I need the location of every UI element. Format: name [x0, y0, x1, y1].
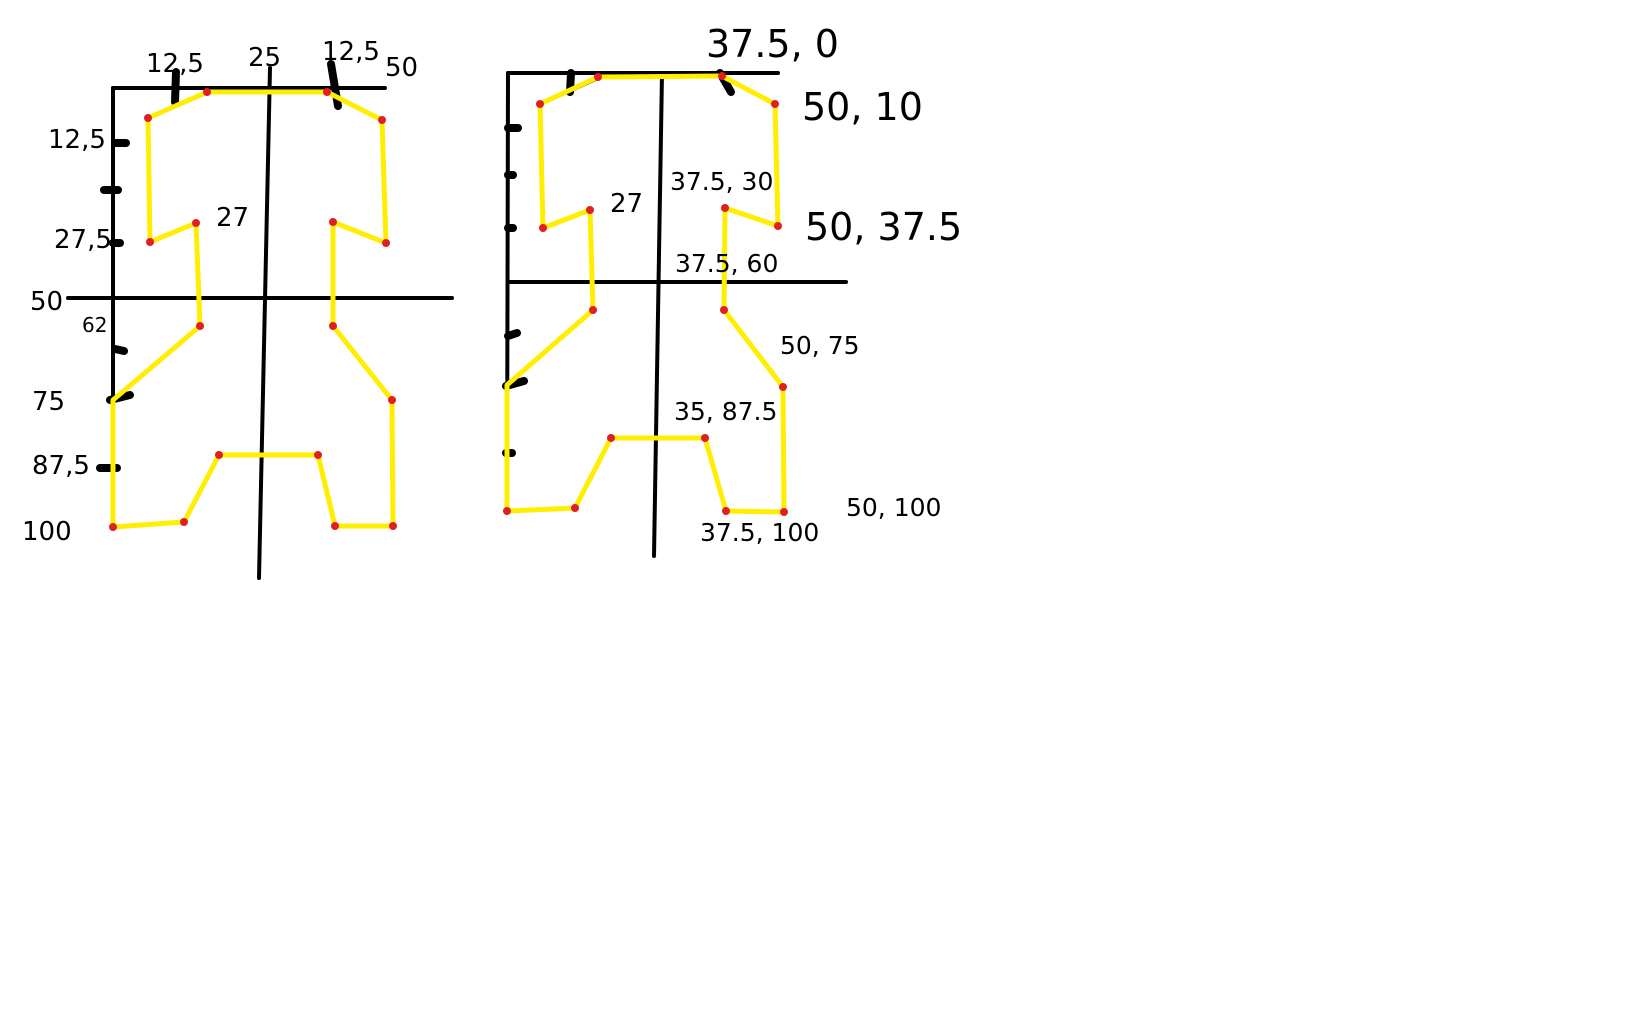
- right-tick-side-4: [504, 329, 521, 340]
- left-pattern-outline: [110, 89, 396, 530]
- left-sketch: 12,5 25 12,5 50 12,5 27,5 50 62 75 87,5 …: [22, 37, 454, 580]
- left-center-label: 27: [216, 203, 249, 233]
- right-vertex: [718, 72, 726, 80]
- right-pattern-outline: [504, 73, 787, 515]
- right-vertex: [721, 204, 729, 212]
- left-side-label-5: 75: [32, 387, 65, 417]
- left-vertex: [329, 322, 337, 330]
- left-top-label-3: 12,5: [322, 37, 380, 67]
- left-vertex: [144, 114, 152, 122]
- right-vertex: [780, 508, 788, 516]
- left-vertex-points: [109, 88, 397, 531]
- right-vertex: [539, 224, 547, 232]
- right-vertex: [536, 100, 544, 108]
- right-vertex: [589, 306, 597, 314]
- left-vertex: [180, 518, 188, 526]
- left-vertex: [314, 451, 322, 459]
- left-vertex: [331, 522, 339, 530]
- annotation-foot-inner: 37.5, 100: [700, 518, 819, 547]
- left-vertex: [389, 522, 397, 530]
- right-vertex: [571, 504, 579, 512]
- left-side-label-4: 62: [82, 313, 107, 337]
- left-side-label-1: 12,5: [48, 125, 106, 155]
- annotation-upper-right: 50, 10: [802, 85, 923, 129]
- annotation-notch-inner: 37.5, 30: [670, 167, 773, 196]
- right-vertex: [722, 507, 730, 515]
- right-vertex: [594, 73, 602, 81]
- left-top-label-4: 50: [385, 53, 418, 83]
- annotation-crotch: 35, 87.5: [674, 397, 777, 426]
- left-vertex: [109, 523, 117, 531]
- right-center-label: 27: [610, 189, 643, 219]
- left-side-label-2: 27,5: [54, 225, 112, 255]
- annotation-waist: 37.5, 60: [675, 249, 778, 278]
- left-vertex: [203, 88, 211, 96]
- right-vertex: [779, 383, 787, 391]
- right-vertex: [771, 100, 779, 108]
- right-vertex: [774, 222, 782, 230]
- right-sketch: 27 37.5, 0 50, 10 37.5, 30 50, 37.5 37.5…: [502, 22, 962, 558]
- right-center-axis: [652, 71, 664, 558]
- right-vertex: [503, 507, 511, 515]
- left-vertex: [382, 239, 390, 247]
- left-vertex: [388, 396, 396, 404]
- annotation-top: 37.5, 0: [706, 22, 839, 66]
- left-vertex: [192, 219, 200, 227]
- left-tick-side-4: [111, 345, 128, 355]
- left-center-axis: [257, 66, 272, 580]
- right-vertex: [701, 434, 709, 442]
- left-side-label-7: 100: [22, 517, 72, 547]
- right-vertex: [586, 206, 594, 214]
- right-vertex-points: [503, 72, 788, 516]
- left-vertex: [378, 116, 386, 124]
- left-side-label-3: 50: [30, 287, 63, 317]
- left-tick-top-1: [171, 68, 180, 106]
- left-vertex: [146, 238, 154, 246]
- left-side-label-6: 87,5: [32, 451, 90, 481]
- left-vertex: [323, 88, 331, 96]
- left-top-label-1: 12,5: [146, 49, 204, 79]
- right-vertex: [607, 434, 615, 442]
- left-top-label-2: 25: [248, 43, 281, 73]
- left-vertex: [196, 322, 204, 330]
- annotation-notch-outer: 50, 37.5: [805, 205, 962, 249]
- left-vertex: [329, 218, 337, 226]
- annotation-hip: 50, 75: [780, 331, 860, 360]
- annotation-foot-outer: 50, 100: [846, 493, 941, 522]
- left-vertex: [215, 451, 223, 459]
- right-vertex: [720, 306, 728, 314]
